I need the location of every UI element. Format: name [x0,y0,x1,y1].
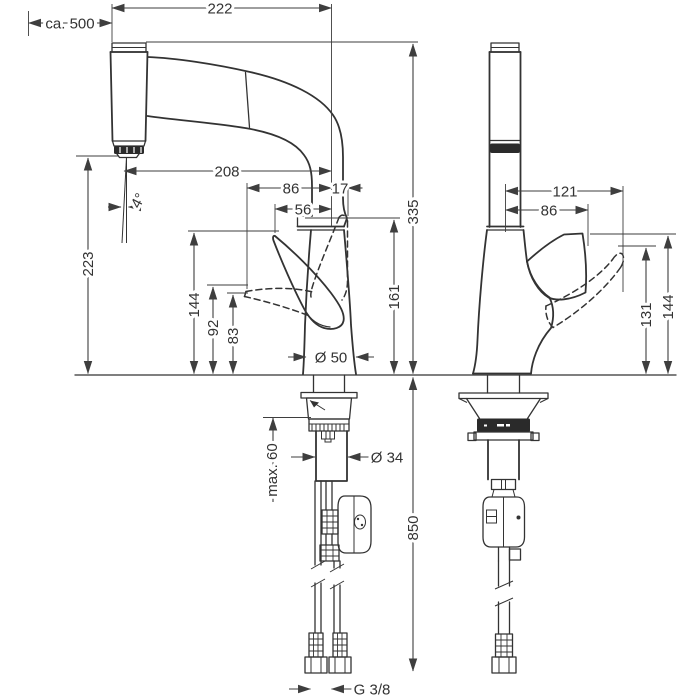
handle-side [526,232,587,301]
spray-head-front [109,42,149,159]
dim-label-g38: G 3/8 [354,682,391,699]
dim-spray-angle-4deg: 4° [108,187,152,214]
dim-label-223: 223 [80,251,97,276]
check-valve-side [482,489,526,548]
dim-label-92: 92 [205,320,222,337]
dim-label-56: 56 [295,202,312,219]
dim-connection-thread-g38: G 3/8 [289,679,393,700]
spray-head-side [486,42,525,231]
dim-label-144-front: 144 [186,292,203,317]
dim-label-d50: Ø 50 [315,350,348,367]
dim-handle-height-144-front: 144 [183,232,206,375]
side-view-faucet [458,42,625,674]
handle-lowered-dashed-front [243,287,314,318]
dim-depth-86-side: 86 [504,200,589,223]
spray-head-joint-line [244,71,251,129]
under-counter-side [458,374,549,674]
dim-max-counter-thickness-60: max. 60 [261,417,284,502]
dim-handle-height-83: 83 [222,294,245,375]
dim-hose-pullout-ca500: ca. 500 [27,13,113,36]
dim-label-850: 850 [405,515,422,540]
dim-width-86-front: 86 [246,178,333,201]
dimensions: 222 ca. 500 208 86 17 56 335 223 [27,0,680,700]
handle-raised-dashed-front [310,214,349,301]
front-view-faucet [109,42,372,674]
dim-label-ca500: ca. 500 [45,16,94,33]
spray-angle-reference [121,156,127,244]
supply-hoses-front [310,480,333,634]
handle-raised-dashed-side [545,252,625,329]
dim-width-56: 56 [274,199,333,222]
dim-label-144-side: 144 [660,294,677,319]
dim-label-335: 335 [405,199,422,224]
dim-label-4deg: 4° [128,190,150,211]
dim-label-86-side: 86 [541,203,558,220]
dim-handle-height-144-side: 144 [657,235,680,375]
dim-label-83: 83 [225,328,242,345]
dim-label-161: 161 [386,284,403,309]
dim-label-121: 121 [552,184,577,201]
dim-label-d34: Ø 34 [371,450,404,467]
dim-label-131: 131 [638,302,655,327]
dim-handle-height-131-side: 131 [635,247,658,375]
dim-label-208: 208 [214,164,239,181]
dim-base-diameter-50: Ø 50 [288,347,374,370]
dim-hose-length-850: 850 [402,376,425,672]
dim-label-222: 222 [207,1,232,18]
dim-handle-height-92: 92 [202,286,225,375]
dim-handle-raised-161: 161 [383,219,406,375]
dim-shank-diameter-34: Ø 34 [291,447,406,470]
dim-label-max60: max. 60 [264,443,281,496]
dim-spout-width-222: 222 [111,0,333,21]
dim-spout-tip-17: 17 [329,178,363,201]
under-counter-front [300,374,372,674]
dim-label-17: 17 [332,181,349,198]
dim-spout-reach-208: 208 [123,161,333,184]
dim-outlet-height-223: 223 [77,157,100,375]
dim-total-height-335: 335 [402,43,425,375]
handle-front [272,234,345,330]
hose-connectors-front [304,632,352,674]
dim-label-86-front: 86 [283,181,300,198]
hose-weight-block [319,495,372,634]
dim-depth-121-side: 121 [504,181,624,204]
